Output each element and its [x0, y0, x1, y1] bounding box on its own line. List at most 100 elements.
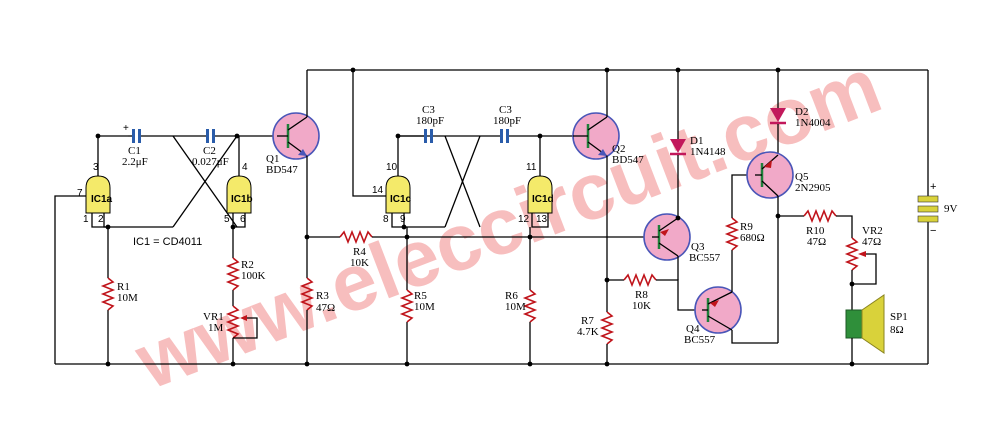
pin-11: 11 — [526, 162, 537, 173]
speaker-sp1: SP1 8Ω — [845, 284, 908, 364]
q5-part: 2N2905 — [795, 182, 831, 194]
junction — [230, 361, 236, 367]
vr2-name: VR2 — [862, 225, 883, 237]
pin-4: 4 — [242, 162, 248, 173]
junction — [675, 215, 681, 221]
junction — [527, 361, 533, 367]
transistor-q1: Q1 BD547 — [266, 70, 320, 278]
resistor-r7: R7 4.7K — [577, 311, 615, 364]
resistor-r9: R9 680Ω — [724, 174, 765, 260]
diode-d1: D1 1N4148 — [670, 70, 726, 218]
q1-part: BD547 — [266, 164, 298, 176]
capacitor-c3a: C3 180pF — [398, 104, 466, 143]
gate-ic1c: IC1c 10 14 8 9 — [372, 162, 412, 225]
d2-name: D2 — [795, 106, 808, 118]
junction — [105, 224, 111, 230]
ic1a-wiring — [54, 135, 173, 364]
diode-d2: D2 1N4004 — [770, 70, 831, 155]
junction — [105, 361, 111, 367]
pin-5: 5 — [224, 214, 230, 225]
r7-name: R7 — [581, 315, 594, 327]
resistor-r1: R1 10M — [100, 277, 138, 311]
c1-value: 2.2μF — [122, 156, 148, 168]
r2-value: 100K — [241, 270, 266, 282]
r6-name: R6 — [505, 290, 518, 302]
r3-value: 47Ω — [316, 302, 335, 314]
watermark: www.eleccircuit.com — [123, 40, 892, 406]
ground-rail — [55, 222, 929, 365]
q2-part: BD547 — [612, 154, 644, 166]
pin-8: 8 — [383, 214, 389, 225]
c3a-value: 180pF — [416, 115, 444, 127]
junction — [404, 361, 410, 367]
top-rail — [307, 69, 929, 196]
resistor-r5: R5 10M — [399, 289, 435, 323]
resistor-r2: R2 100K — [225, 257, 266, 291]
potentiometer-vr1: VR1 1M — [203, 305, 258, 339]
resistor-r6: R6 10M — [505, 289, 538, 323]
resistor-r4: R4 10K — [307, 229, 652, 269]
resistor-r3: R3 47Ω — [299, 277, 335, 364]
battery-value: 9V — [944, 203, 958, 215]
r10-name: R10 — [806, 225, 825, 237]
vr1-name: VR1 — [203, 311, 224, 323]
c3a-name: C3 — [422, 104, 435, 116]
capacitor-c3b: C3 180pF — [466, 104, 573, 143]
battery: + − 9V — [917, 181, 958, 237]
r4-value: 10K — [350, 257, 369, 269]
vr2-value: 47Ω — [862, 236, 881, 248]
q3-name: Q3 — [691, 241, 705, 253]
gate-ic1d-label: IC1d — [532, 194, 554, 205]
junction — [95, 133, 101, 139]
sp1-name: SP1 — [890, 311, 908, 323]
q5-name: Q5 — [795, 171, 809, 183]
resistor-r10: R10 47Ω — [778, 208, 853, 248]
vr1-value: 1M — [208, 322, 224, 334]
r9-name: R9 — [740, 221, 753, 233]
c1-plus: + — [123, 123, 129, 134]
junction — [234, 133, 240, 139]
cross-wires-2 — [444, 135, 481, 228]
d2-part: 1N4004 — [795, 117, 831, 129]
junction — [604, 67, 610, 73]
c2-name: C2 — [203, 145, 216, 157]
ic1b-wiring — [232, 136, 246, 364]
d1-name: D1 — [690, 135, 703, 147]
r5-value: 10M — [414, 301, 435, 313]
battery-minus: − — [930, 225, 936, 237]
r8-name: R8 — [635, 289, 648, 301]
q2-name: Q2 — [612, 143, 625, 155]
r7-value: 4.7K — [577, 326, 599, 338]
gate-ic1a-label: IC1a — [91, 194, 113, 205]
resistor-r8: R8 10K — [607, 272, 702, 312]
potentiometer-vr2: VR2 47Ω — [844, 225, 883, 285]
junction — [401, 224, 407, 230]
c3b-value: 180pF — [493, 115, 521, 127]
d1-part: 1N4148 — [690, 146, 726, 158]
c1-name: C1 — [128, 145, 141, 157]
pin-6: 6 — [240, 214, 246, 225]
r5-name: R5 — [414, 290, 427, 302]
capacitor-c1: + C1 2.2μF — [122, 123, 173, 168]
r4-name: R4 — [353, 246, 366, 258]
gate-ic1a: IC1a 7 3 1 2 — [77, 162, 113, 225]
battery-plus: + — [930, 181, 936, 193]
junction — [604, 361, 610, 367]
r1-name: R1 — [117, 281, 130, 293]
gate-ic1c-label: IC1c — [390, 194, 412, 205]
ic1c-input-wire — [352, 70, 386, 197]
r2-name: R2 — [241, 259, 254, 271]
pin-3: 3 — [93, 162, 99, 173]
transistor-q5: Q5 2N2905 — [746, 151, 831, 343]
pin-10: 10 — [386, 162, 398, 173]
junction — [675, 67, 681, 73]
r10-value: 47Ω — [807, 236, 826, 248]
sp1-value: 8Ω — [890, 324, 904, 336]
junction — [849, 361, 855, 367]
pin-9: 9 — [400, 214, 406, 225]
pin-7: 7 — [77, 188, 83, 199]
junction — [230, 224, 236, 230]
junction — [350, 67, 356, 73]
r8-value: 10K — [632, 300, 651, 312]
